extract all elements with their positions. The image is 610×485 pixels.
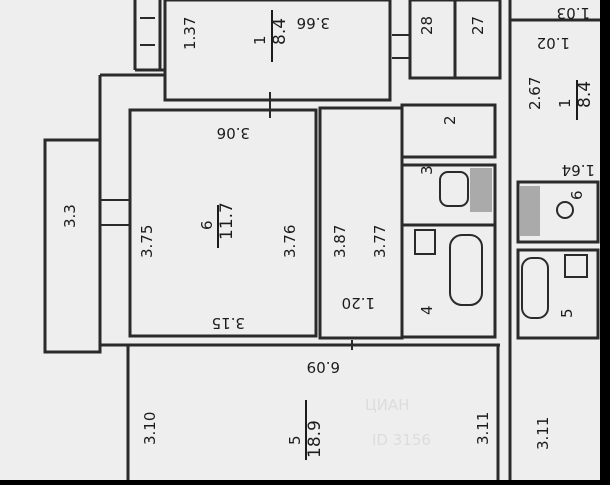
room6-top-label: 3.06 <box>217 124 250 142</box>
room4-number: 4 <box>418 305 436 315</box>
bathtub-fixture <box>449 234 483 306</box>
top-width-label: 3.66 <box>297 14 330 32</box>
right-room5-number: 5 <box>558 308 576 318</box>
right-lower-label: 3.11 <box>534 417 552 450</box>
right-bathtub-fixture <box>521 257 549 319</box>
corridor-bottom: 1.20 <box>342 294 375 312</box>
strip-a-label: 28 <box>418 16 436 35</box>
room2-number: 2 <box>441 115 459 125</box>
top-depth-label: 1.37 <box>181 17 199 50</box>
room6-left-label: 3.75 <box>138 225 156 258</box>
balcony-label: 3.3 <box>61 204 79 228</box>
top-right-small: 1.64 <box>562 161 595 179</box>
room3-number: 3 <box>418 165 436 175</box>
room5-width: 6.09 <box>307 358 340 376</box>
strip-b-label: 27 <box>469 16 487 35</box>
room6-bottom-label: 3.15 <box>212 314 245 332</box>
room6-right-label: 3.76 <box>281 225 299 258</box>
room5-right: 3.11 <box>474 412 492 445</box>
toilet-fixture <box>439 171 469 207</box>
tile-grid <box>470 168 540 236</box>
room5-area: 18.9 <box>305 420 325 458</box>
watermark: ЦИАН ID 3156 <box>365 396 431 449</box>
wall-openings <box>100 17 410 350</box>
room6-area: 11.7 <box>217 202 237 240</box>
right-sink-fixture <box>564 254 588 278</box>
top-right-dim: 1.03 <box>557 4 590 22</box>
right-room6-number: 6 <box>568 190 586 200</box>
top-room-number: 1 <box>251 35 269 45</box>
corridor-height: 3.87 <box>331 225 349 258</box>
watermark-id: ID 3156 <box>372 431 431 449</box>
room5-left: 3.10 <box>141 412 159 445</box>
top-right-area: 8.4 <box>575 81 595 108</box>
top-room-area: 8.4 <box>270 18 290 45</box>
top-right-depth: 2.67 <box>526 77 544 110</box>
corridor-inner: 3.77 <box>371 225 389 258</box>
top-right-width: 1.02 <box>537 34 570 52</box>
right-toilet-fixture <box>556 201 574 219</box>
sink-fixture <box>414 229 436 255</box>
fixtures <box>414 171 588 319</box>
walls <box>43 0 600 480</box>
right-frame <box>600 0 610 480</box>
room5-number: 5 <box>286 435 304 445</box>
top-right-number: 1 <box>556 98 574 108</box>
room6-number: 6 <box>198 220 216 230</box>
area-underlines <box>217 10 578 460</box>
watermark-brand: ЦИАН <box>365 396 409 414</box>
labels: 3.66 1.37 1 8.4 28 27 1.03 1.02 2.67 1 8… <box>61 4 595 458</box>
